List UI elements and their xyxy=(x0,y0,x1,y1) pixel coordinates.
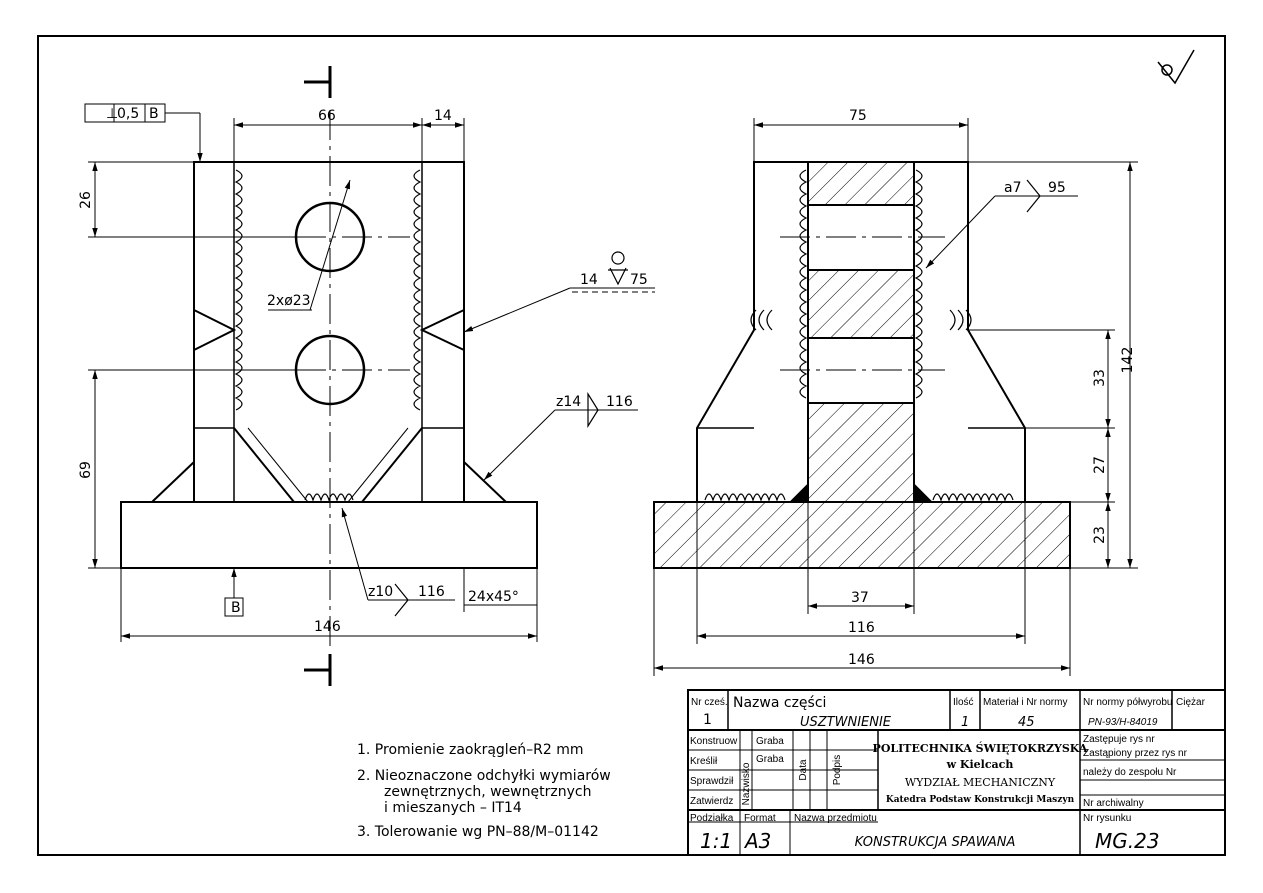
notes: 1. Promienie zaokrągleń–R2 mm 2. Nieozna… xyxy=(357,742,611,840)
surface-finish-icon xyxy=(1157,49,1195,85)
zastepuje: Zastępuje rys nr xyxy=(1083,734,1155,745)
note-1: 1. Promienie zaokrągleń–R2 mm xyxy=(357,742,584,758)
dim-mid-width: 116 xyxy=(848,620,875,636)
department: Katedra Podstaw Konstrukcji Maszyn xyxy=(886,795,1075,805)
section-mark-top xyxy=(304,66,332,98)
dim-h1: 33 xyxy=(1092,369,1108,387)
tolerance-datum: B xyxy=(149,106,159,122)
label-nr-rysunku: Nr rysunku xyxy=(1083,813,1131,824)
dim-left-bottom: 69 xyxy=(78,461,94,479)
dim-side-base-width: 146 xyxy=(848,652,875,668)
role-sprawdzil: Sprawdził xyxy=(690,776,734,787)
weld-bottom-size: z10 xyxy=(368,584,393,600)
label-material: Materiał i Nr normy xyxy=(983,697,1067,708)
name-2: Graba xyxy=(756,754,784,765)
role-kreslil: Kreślił xyxy=(690,756,718,767)
sheet-border xyxy=(37,35,1226,856)
weld-lower-length: 116 xyxy=(606,394,633,410)
dim-h2: 27 xyxy=(1092,456,1108,474)
tolerance-value: 0,5 xyxy=(117,106,139,122)
role-konstruowal: Konstruow xyxy=(690,736,738,747)
side-view-text: 75 142 33 27 23 37 116 146 a7 95 xyxy=(848,108,1136,668)
front-view xyxy=(84,66,655,686)
dim-chamfer: 24x45° xyxy=(468,589,519,605)
university-city: w Kielcach xyxy=(946,758,1014,771)
label-format: Format xyxy=(744,813,776,824)
dim-base-width: 146 xyxy=(314,619,341,635)
value-podzialka: 1:1 xyxy=(700,829,732,853)
dim-top-right: 14 xyxy=(434,108,452,124)
title-block-text: Nr cześ. 1 Nazwa części USZTWNIENIE Iloś… xyxy=(690,695,1206,853)
role-zatwierdzil: Zatwierdz xyxy=(690,796,733,807)
weld-side-length: 95 xyxy=(1048,180,1066,196)
side-view xyxy=(653,118,1138,676)
value-nazwa-czesci: USZTWNIENIE xyxy=(800,715,892,730)
dim-side-top-width: 75 xyxy=(849,108,867,124)
dim-top-width: 66 xyxy=(318,108,336,124)
zastapiony: Zastąpiony przez rys nr xyxy=(1083,748,1188,759)
weld-lower-size: z14 xyxy=(556,394,581,410)
note-3: 3. Tolerowanie wg PN–88/M–01142 xyxy=(357,824,599,840)
label-podzialka: Podziałka xyxy=(690,813,734,824)
label-nazwisko: Nazwisko xyxy=(741,762,752,805)
value-format: A3 xyxy=(743,829,771,853)
weld-bottom-length: 116 xyxy=(418,584,445,600)
note-2-cont2: i mieszanych – IT14 xyxy=(384,800,522,816)
dim-left-top: 26 xyxy=(78,191,94,209)
label-nazwa-czesci: Nazwa części xyxy=(733,695,826,711)
weld-upper-size: 14 xyxy=(580,272,598,288)
dim-total-height: 142 xyxy=(1120,347,1136,374)
label-ciezar: Ciężar xyxy=(1176,697,1206,708)
weld-upper-length: 75 xyxy=(630,272,648,288)
faculty: WYDZIAŁ MECHANICZNY xyxy=(905,776,1056,789)
value-nr-czesci: 1 xyxy=(703,712,712,728)
value-material: 45 xyxy=(1018,715,1035,730)
name-1: Graba xyxy=(756,736,784,747)
value-norma-polwyrobu: PN-93/H-84019 xyxy=(1088,717,1158,728)
weld-side-size: a7 xyxy=(1004,180,1022,196)
nr-archiwalny: Nr archiwalny xyxy=(1083,798,1144,809)
university-name: POLITECHNIKA ŚWIĘTOKRZYSKA xyxy=(873,741,1088,755)
nalezy-do: należy do zespołu Nr xyxy=(1083,767,1177,778)
label-przedmiot: Nazwa przedmiotu xyxy=(794,813,877,824)
section-mark-bottom xyxy=(304,654,332,686)
dim-holes: 2xø23 xyxy=(267,293,311,309)
value-ilosc: 1 xyxy=(961,715,969,730)
label-nr-czesci: Nr cześ. xyxy=(691,697,728,708)
front-view-text: ⊥ 0,5 B 66 14 26 69 2xø23 146 24x45° B 1… xyxy=(78,106,648,635)
tolerance-symbol: ⊥ xyxy=(106,106,118,122)
label-data: Data xyxy=(798,759,809,781)
label-podpis: Podpis xyxy=(832,755,843,786)
value-nr-rysunku: MG.23 xyxy=(1095,829,1160,853)
note-2: 2. Nieoznaczone odchyłki wymiarów xyxy=(357,768,611,784)
dim-core-width: 37 xyxy=(851,590,869,606)
note-2-cont: zewnętrznych, wewnętrznych xyxy=(384,784,591,800)
value-przedmiot: KONSTRUKCJA SPAWANA xyxy=(855,835,1016,850)
title-block xyxy=(687,689,1226,856)
datum-label: B xyxy=(231,600,241,616)
dim-h3: 23 xyxy=(1092,526,1108,544)
label-norma-polwyrobu: Nr normy półwyrobu xyxy=(1083,697,1172,708)
label-ilosc: Ilość xyxy=(953,697,974,708)
